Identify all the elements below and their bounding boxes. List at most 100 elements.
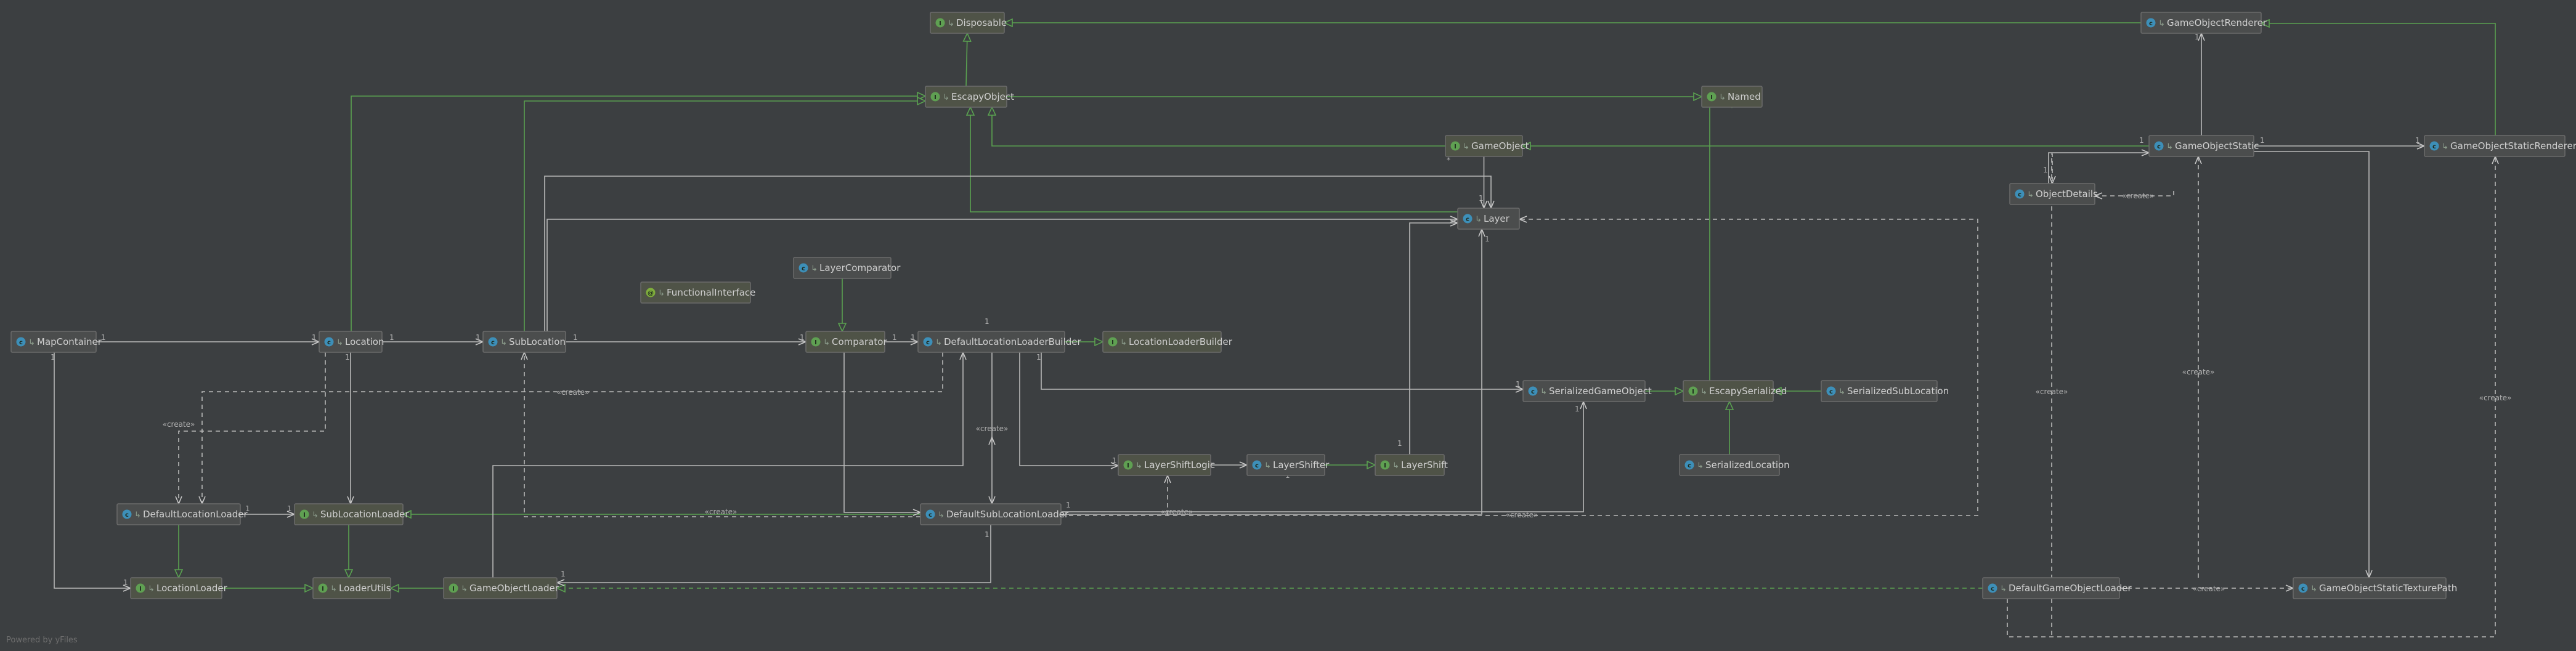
node-label: SerializedLocation [1705, 459, 1790, 471]
edge-builder-layershiftlogic [1019, 352, 1118, 466]
node-box [920, 503, 1062, 525]
node-default-game-object-loader[interactable]: c↳DefaultGameObjectLoader [1982, 577, 2132, 599]
node-game-object-loader[interactable]: I↳GameObjectLoader [443, 577, 559, 599]
node-escapy-object[interactable]: I↳EscapyObject [925, 86, 1014, 108]
type-glyph: I [139, 586, 142, 592]
node-loader-utils[interactable]: I↳LoaderUtils [312, 577, 391, 599]
node-box [312, 577, 391, 599]
node-location-loader[interactable]: I↳LocationLoader [130, 577, 228, 599]
annotation-type-icon [646, 288, 656, 297]
multiplicity-label: 1 [1066, 501, 1071, 509]
visibility-icon: ↳ [1264, 461, 1271, 471]
node-box [1102, 331, 1222, 353]
multiplicity-label: 1 [1397, 439, 1402, 448]
node-game-object-static-texture-path[interactable]: c↳GameObjectStaticTexturePath [2293, 577, 2457, 599]
node-disposable[interactable]: I↳Disposable [930, 12, 1007, 34]
class-type-icon [2298, 583, 2308, 593]
type-glyph: I [452, 586, 455, 592]
edge-create-defaultlocationloader [202, 352, 943, 504]
visibility-icon: ↳ [1697, 461, 1704, 471]
node-map-container[interactable]: c↳MapContainer [10, 331, 102, 353]
node-label: EscapySerialized [1709, 386, 1787, 397]
node-game-object[interactable]: I↳GameObject [1445, 135, 1529, 157]
node-box [1246, 454, 1325, 476]
node-box [1445, 135, 1523, 157]
type-glyph: c [1991, 586, 1994, 592]
node-label: LayerShift [1401, 459, 1448, 471]
create-label: «create» [557, 388, 590, 397]
node-serialized-location[interactable]: c↳SerializedLocation [1679, 454, 1790, 476]
type-glyph: c [19, 339, 23, 346]
node-box [793, 257, 892, 279]
class-type-icon [2146, 18, 2156, 28]
multiplicity-label: 1 [123, 578, 128, 587]
node-layer-comparator[interactable]: c↳LayerComparator [793, 257, 901, 279]
multiplicity-label: 1 [245, 504, 250, 513]
type-glyph: I [1710, 94, 1713, 101]
visibility-icon: ↳ [823, 338, 830, 347]
create-label: «create» [2193, 584, 2225, 593]
node-box [930, 12, 1005, 34]
visibility-icon: ↳ [938, 511, 945, 520]
type-glyph: I [1111, 339, 1114, 346]
node-label: DefaultLocationLoader [143, 509, 248, 520]
node-sub-location-loader[interactable]: I↳SubLocationLoader [294, 503, 409, 525]
node-layer-shift-logic[interactable]: I↳LayerShiftLogic [1118, 454, 1215, 476]
type-glyph: c [926, 339, 930, 346]
type-glyph: c [1466, 216, 1469, 223]
edge-defaultsublocationloader-serializedgameobject [1061, 402, 1583, 512]
type-glyph: I [303, 512, 306, 519]
node-default-sub-location-loader[interactable]: c↳DefaultSubLocationLoader [920, 503, 1069, 525]
node-label: SerializedSubLocation [1847, 386, 1949, 397]
node-default-location-loader-builder[interactable]: c↳DefaultLocationLoaderBuilder [917, 331, 1082, 353]
node-location[interactable]: c↳Location [319, 331, 384, 353]
node-location-loader-builder[interactable]: I↳LocationLoaderBuilder [1102, 331, 1233, 353]
node-sub-location[interactable]: c↳SubLocation [482, 331, 566, 353]
node-escapy-serialized[interactable]: I↳EscapySerialized [1683, 380, 1787, 402]
node-layer-shifter[interactable]: c↳LayerShifter [1246, 454, 1330, 476]
node-label: GameObjectStaticTexturePath [2319, 583, 2457, 594]
visibility-icon: ↳ [1136, 461, 1142, 471]
node-game-object-static[interactable]: c↳GameObjectStatic [2148, 135, 2259, 157]
node-serialized-sub-location[interactable]: c↳SerializedSubLocation [1821, 380, 1949, 402]
node-layer-shift[interactable]: I↳LayerShift [1375, 454, 1448, 476]
edge-sublocation-layer [547, 219, 1458, 331]
node-label: DefaultGameObjectLoader [2009, 583, 2132, 594]
node-label: GameObjectStaticRenderer [2450, 140, 2576, 152]
edge-layer-extends-escapyobject [970, 107, 1458, 212]
interface-type-icon [299, 509, 309, 519]
visibility-icon: ↳ [336, 338, 343, 347]
type-glyph: I [322, 586, 324, 592]
multiplicity-label: 1 [1036, 353, 1041, 362]
node-box [10, 331, 97, 353]
class-type-icon [2154, 141, 2164, 151]
type-glyph: c [2157, 144, 2161, 150]
node-box [294, 503, 404, 525]
node-game-object-renderer[interactable]: c↳GameObjectRenderer [2140, 12, 2267, 34]
node-object-details[interactable]: c↳ObjectDetails [2009, 183, 2098, 205]
visibility-icon: ↳ [461, 584, 468, 594]
node-game-object-static-renderer[interactable]: c↳GameObjectStaticRenderer [2424, 135, 2576, 157]
node-layer[interactable]: c↳Layer [1457, 208, 1520, 230]
class-type-icon [16, 337, 26, 347]
edge-create-location-defaultlocationloader [179, 352, 326, 504]
edge-escapyserialized-extends-named [1709, 102, 1732, 381]
node-serialized-game-object[interactable]: c↳SerializedGameObject [1522, 380, 1652, 402]
node-named[interactable]: I↳Named [1701, 86, 1763, 108]
interface-type-icon [136, 583, 145, 593]
node-comparator[interactable]: I↳Comparator [805, 331, 887, 353]
node-box [116, 503, 241, 525]
visibility-icon: ↳ [1463, 142, 1469, 152]
edges-layer [54, 23, 2495, 637]
class-type-icon [1684, 460, 1694, 470]
visibility-icon: ↳ [811, 264, 818, 273]
node-default-location-loader[interactable]: c↳DefaultLocationLoader [116, 503, 248, 525]
node-label: SubLocationLoader [320, 509, 409, 520]
node-functional-interface[interactable]: @↳FunctionalInterface [640, 281, 755, 304]
create-label: «create» [1161, 507, 1193, 516]
edge-staticrenderer-extends-renderer [2261, 23, 2496, 135]
node-box [319, 331, 383, 353]
edge-gameobjectloader-builder [492, 352, 963, 578]
type-glyph: I [934, 94, 937, 101]
